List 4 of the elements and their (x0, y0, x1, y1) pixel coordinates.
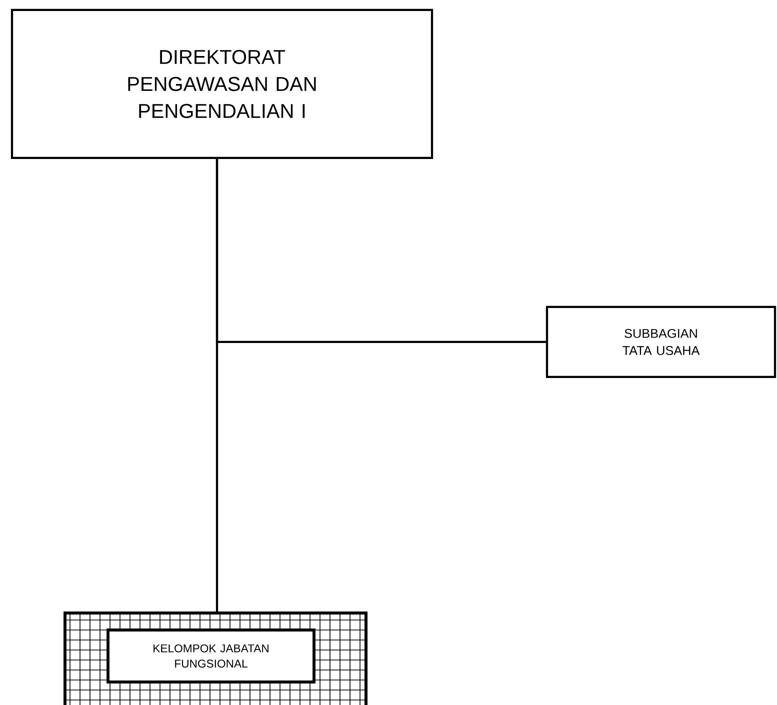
unit-box: KELOMPOK JABATAN FUNGSIONAL (106, 628, 316, 684)
org-box: DIREKTORAT PENGAWASAN DAN PENGENDALIAN I (10, 8, 434, 160)
org-box: SUBBAGIAN TATA USAHA (546, 306, 776, 378)
connector-line (216, 159, 218, 612)
